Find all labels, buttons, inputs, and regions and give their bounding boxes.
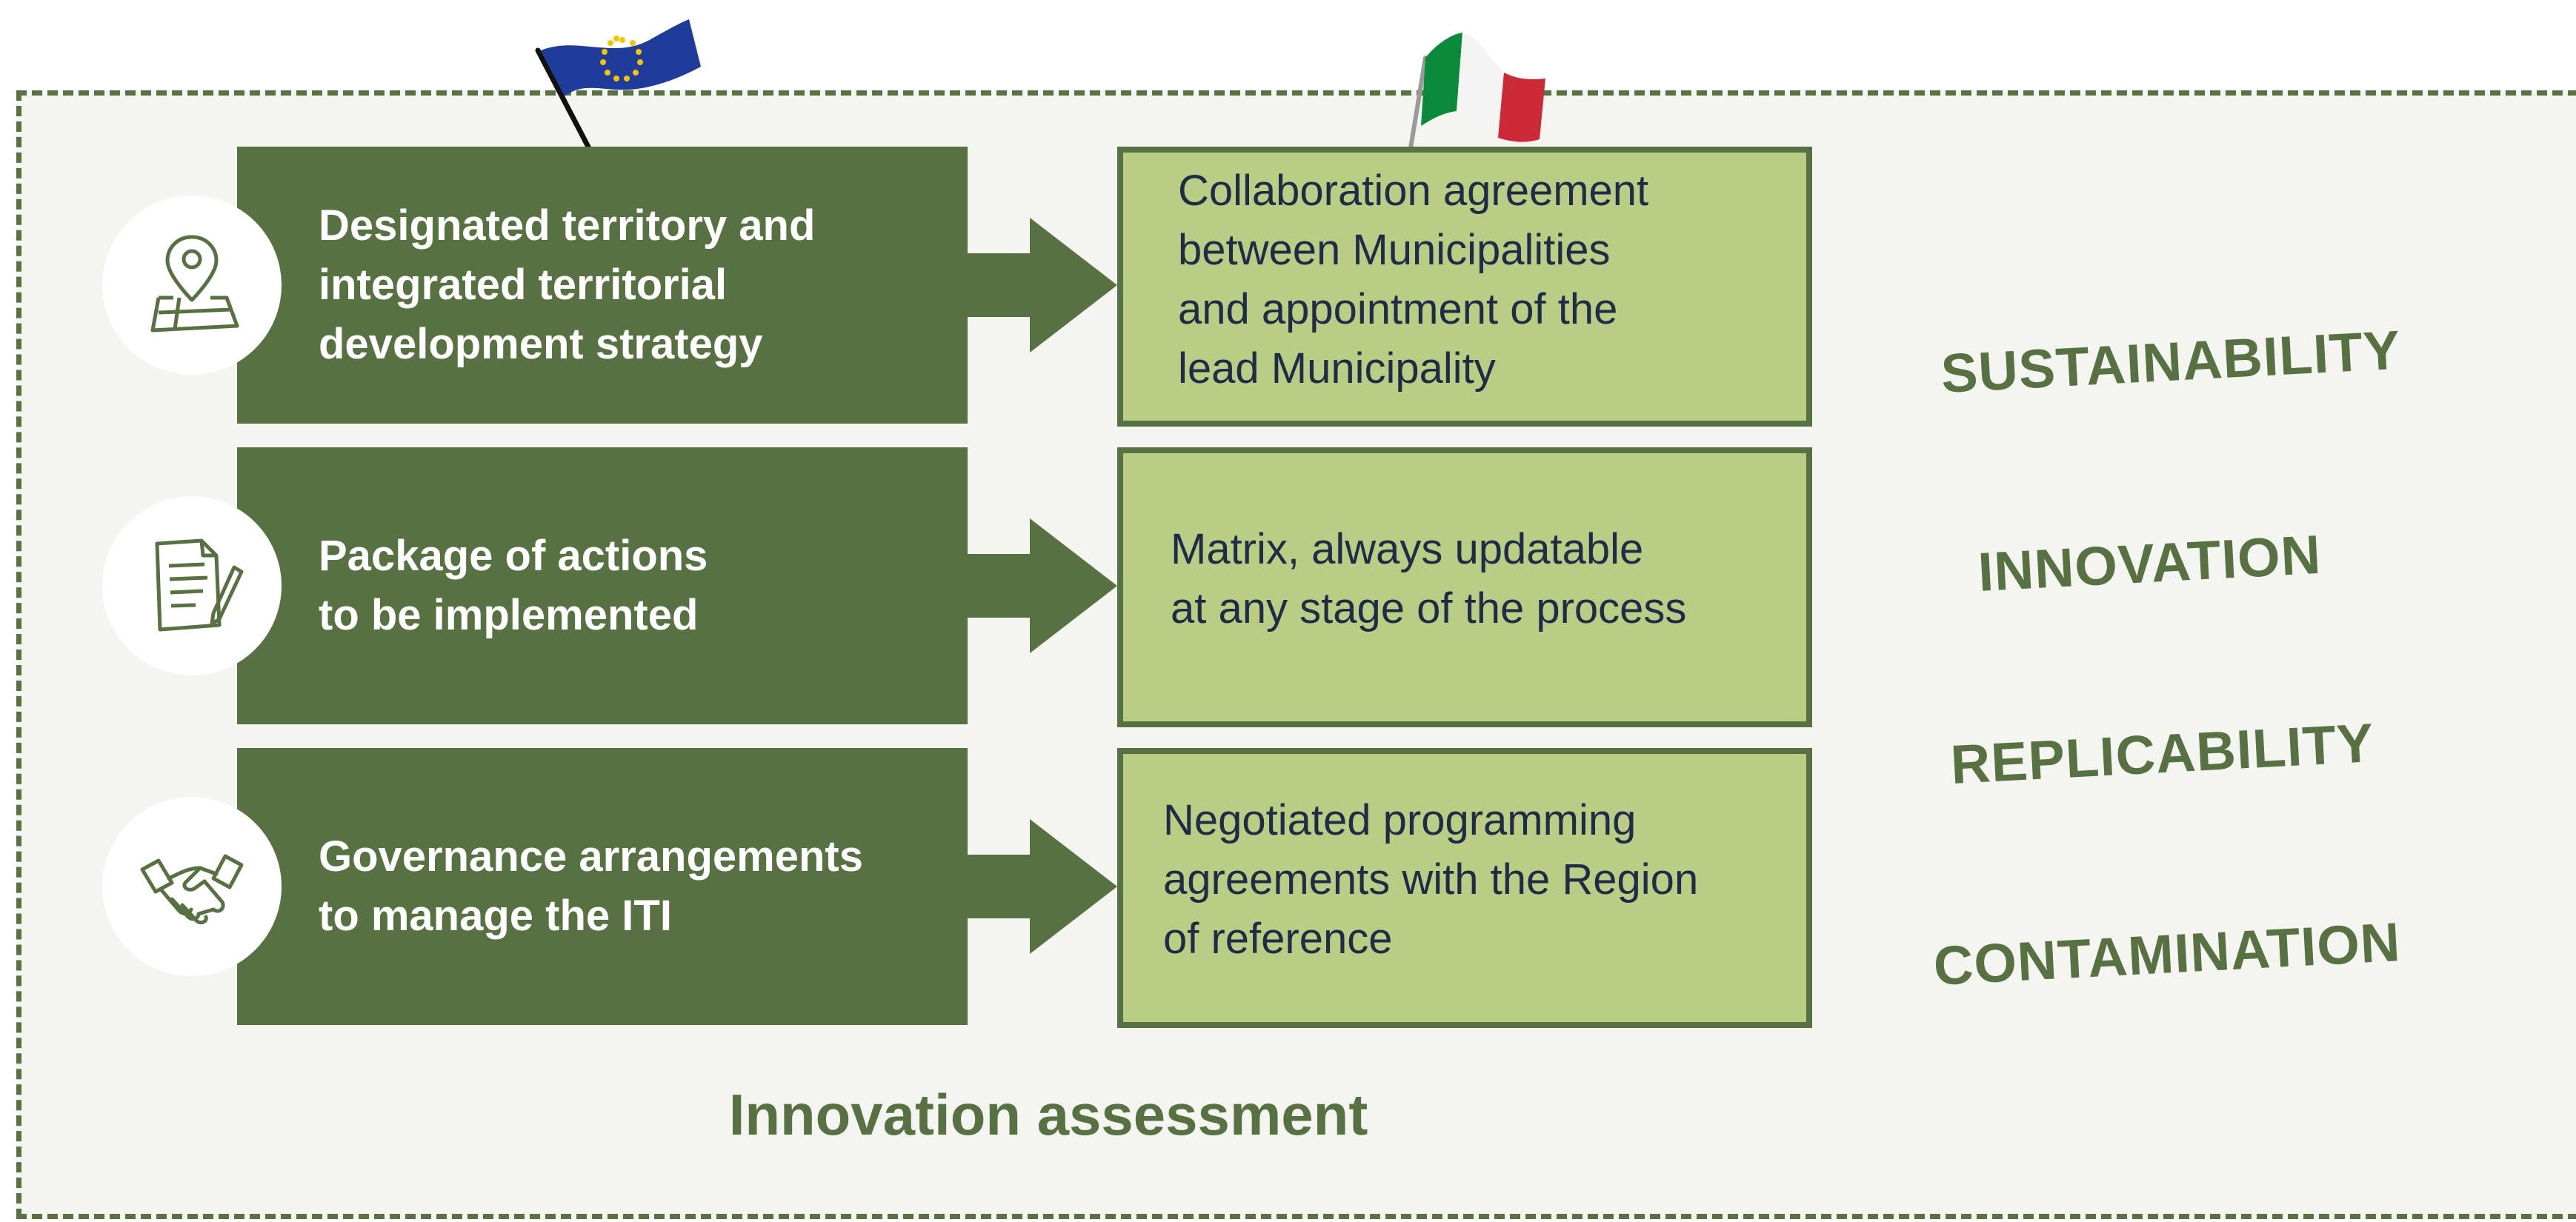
row-label: Package of actions to be implemented <box>319 532 708 639</box>
row-actions: Package of actions to be implemented Mat… <box>0 447 2576 729</box>
italy-flag-icon <box>1408 33 1545 150</box>
outcome-box <box>1117 147 1812 427</box>
outcome-box <box>1117 748 1812 1028</box>
arrow-connector <box>963 819 1117 954</box>
icon-circle <box>102 496 282 675</box>
arrow-connector <box>963 218 1117 353</box>
map-pin-icon <box>150 235 239 333</box>
eu-flag-icon <box>535 19 701 153</box>
footer-title: Innovation assessment <box>728 1082 1368 1147</box>
icon-circle <box>102 797 282 976</box>
dark-box <box>237 447 968 724</box>
outcome-label: Matrix, always updatable at any stage of… <box>1171 525 1687 632</box>
dark-box <box>237 147 968 424</box>
icon-circle <box>102 196 282 375</box>
dark-box <box>237 748 968 1025</box>
row-label: Governance arrangements to manage the IT… <box>319 832 863 940</box>
row-territory: Designated territory and integrated terr… <box>0 147 2576 428</box>
outcome-box <box>1117 447 1812 727</box>
arrow-connector <box>963 518 1117 653</box>
document-pen-icon <box>155 538 244 632</box>
handshake-icon <box>140 854 244 925</box>
outcome-label: Negotiated programming agreements with t… <box>1163 796 1699 963</box>
row-label: Designated territory and integrated terr… <box>319 201 816 368</box>
outcome-label: Collaboration agreement between Municipa… <box>1178 167 1649 393</box>
row-governance: Governance arrangements to manage the IT… <box>0 748 2576 1029</box>
